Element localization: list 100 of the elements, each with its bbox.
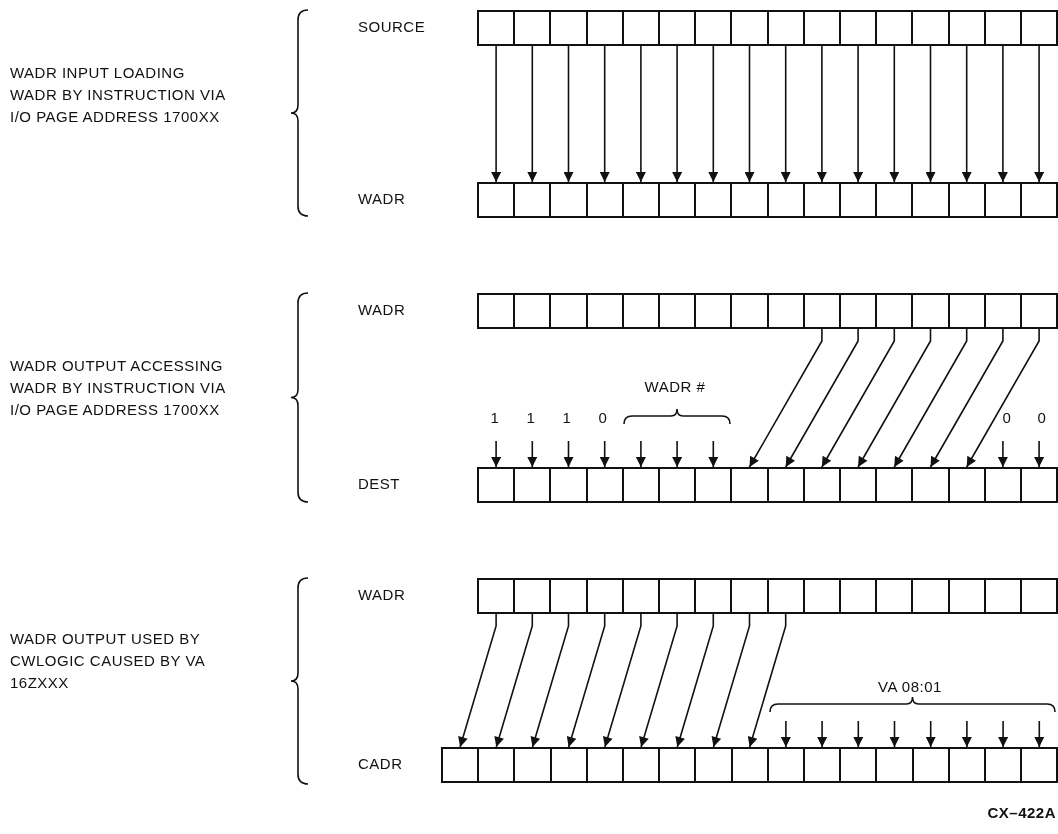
arrow (748, 328, 823, 468)
bit-label: VA 08:01 (877, 677, 943, 697)
bit-label: 1 (561, 408, 573, 428)
arrow (817, 720, 828, 748)
bit-cell (477, 293, 516, 329)
bit-cell (621, 182, 660, 218)
bit-label: 0 (1001, 408, 1013, 428)
arrow (708, 45, 719, 183)
bit-label: 1 (525, 408, 537, 428)
bit-cell (947, 467, 986, 503)
bit-cell (983, 293, 1022, 329)
bit-cell (477, 10, 516, 46)
bit-cell (947, 10, 986, 46)
register (358, 578, 1058, 614)
register-name: SOURCE (358, 18, 426, 35)
bit-cell (875, 10, 914, 46)
bit-cell (875, 578, 914, 614)
arrow (1034, 45, 1045, 183)
arrow (1034, 720, 1045, 748)
arrow (929, 328, 1004, 468)
bit-cell (730, 293, 769, 329)
bit-cell (621, 467, 660, 503)
bit-cell (839, 10, 878, 46)
arrow (563, 45, 574, 183)
bit-cell (730, 747, 769, 783)
bit-cell (585, 747, 624, 783)
bit-cell (839, 467, 878, 503)
bit-cell (694, 10, 733, 46)
arrow (853, 45, 864, 183)
bit-label: 0 (1036, 408, 1048, 428)
arrow (961, 45, 972, 183)
register-name: WADR (358, 190, 406, 207)
bit-cell (802, 578, 841, 614)
arrow (997, 45, 1008, 183)
bit-cell (549, 182, 588, 218)
bit-cell (694, 182, 733, 218)
arrow (925, 45, 936, 183)
register (358, 182, 1058, 218)
register-name: DEST (358, 475, 400, 492)
arrow (889, 720, 900, 748)
bit-cell (622, 747, 661, 783)
bit-cell (911, 747, 950, 783)
bit-cell (983, 578, 1022, 614)
bit-cell (875, 293, 914, 329)
bit-cell (766, 293, 805, 329)
arrow (527, 440, 538, 468)
bit-cell (839, 293, 878, 329)
bit-cell (549, 747, 588, 783)
bit-cell (839, 578, 878, 614)
bit-cell (766, 467, 805, 503)
bit-cell (802, 10, 841, 46)
bit-cell (911, 467, 950, 503)
bit-cell (947, 182, 986, 218)
arrow (857, 328, 932, 468)
arrow (711, 613, 751, 748)
bit-cell (730, 578, 769, 614)
arrow (925, 720, 936, 748)
bit-cell (766, 182, 805, 218)
bit-cell (549, 293, 588, 329)
arrow (527, 45, 538, 183)
bit-cell (549, 467, 588, 503)
arrow (889, 45, 900, 183)
bit-cell (802, 467, 841, 503)
bit-cell (477, 578, 516, 614)
bit-cell (911, 293, 950, 329)
bit-cell (585, 182, 624, 218)
register (358, 747, 1058, 783)
arrow (635, 45, 646, 183)
arrow (599, 45, 610, 183)
arrow (599, 440, 610, 468)
bit-cell (621, 10, 660, 46)
bit-cell (658, 578, 697, 614)
arrow (780, 720, 791, 748)
register-name: CADR (358, 755, 403, 772)
arrow (675, 613, 715, 748)
bit-cell (658, 747, 697, 783)
arrow (635, 440, 646, 468)
register-name: WADR (358, 301, 406, 318)
bit-cell (875, 182, 914, 218)
arrow (530, 613, 570, 748)
bit-cell (1020, 182, 1058, 218)
bit-label: 0 (597, 408, 609, 428)
bit-cell (984, 747, 1023, 783)
bit-cell (513, 10, 552, 46)
bit-cell (694, 293, 733, 329)
arrow (744, 45, 755, 183)
arrow (747, 613, 787, 748)
bit-label: CX–422A (986, 803, 1056, 823)
arrow (780, 45, 791, 183)
bit-cell (911, 578, 950, 614)
bit-cell (983, 467, 1022, 503)
bit-cell (839, 182, 878, 218)
bit-cell (658, 182, 697, 218)
register (358, 467, 1058, 503)
arrow (563, 440, 574, 468)
description-text: WADR OUTPUT USED BY CWLOGIC CAUSED BY VA 16ZXXX (10, 629, 206, 693)
bit-cell (585, 10, 624, 46)
bit-cell (585, 467, 624, 503)
bit-cell (513, 467, 552, 503)
arrow (816, 45, 827, 183)
